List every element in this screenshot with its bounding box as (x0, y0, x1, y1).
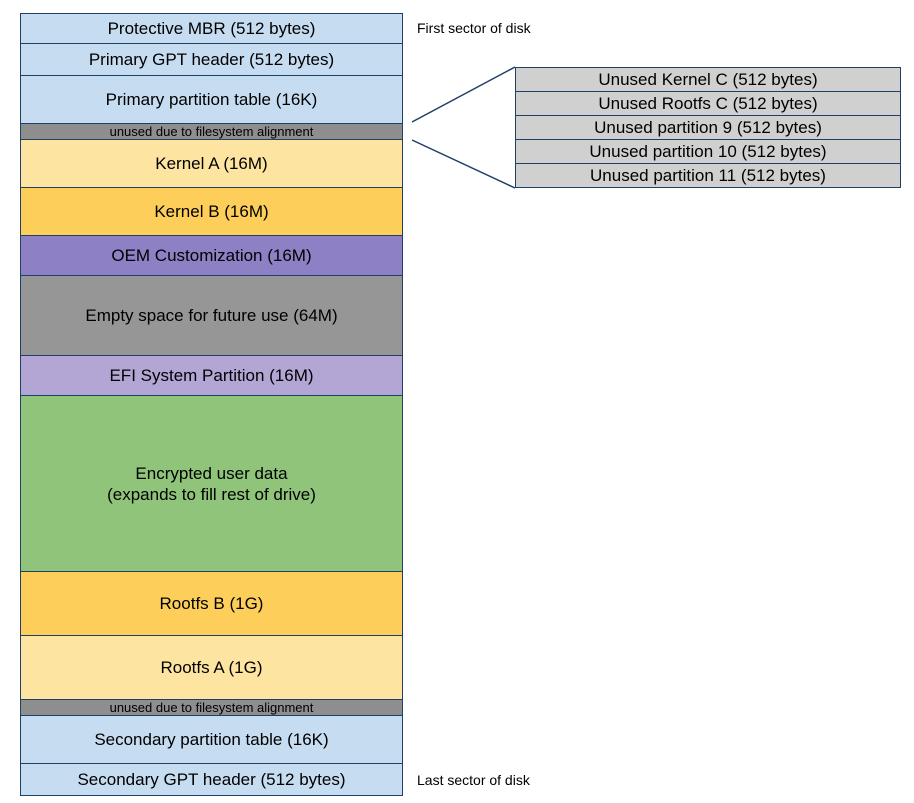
primary-gpt-header-block: Primary GPT header (512 bytes) (20, 44, 403, 76)
oem-customization-block: OEM Customization (16M) (20, 236, 403, 276)
kernel-a-block: Kernel A (16M) (20, 140, 403, 188)
unused-kernel-c-entry: Unused Kernel C (512 bytes) (515, 67, 901, 92)
protective-mbr-block: Protective MBR (512 bytes) (20, 13, 403, 44)
first-sector-label: First sector of disk (417, 20, 531, 36)
primary-partition-table-block: Primary partition table (16K) (20, 76, 403, 124)
rootfs-a-block: Rootfs A (1G) (20, 636, 403, 700)
kernel-b-block: Kernel B (16M) (20, 188, 403, 236)
secondary-partition-table-block: Secondary partition table (16K) (20, 716, 403, 764)
encrypted-user-data-block: Encrypted user data (expands to fill res… (20, 396, 403, 572)
unused-partition-9-entry: Unused partition 9 (512 bytes) (515, 116, 901, 140)
unused-rootfs-c-entry: Unused Rootfs C (512 bytes) (515, 92, 901, 116)
secondary-gpt-header-block: Secondary GPT header (512 bytes) (20, 764, 403, 796)
rootfs-b-block: Rootfs B (1G) (20, 572, 403, 636)
efi-system-partition-block: EFI System Partition (16M) (20, 356, 403, 396)
alignment-gap-bottom: unused due to filesystem alignment (20, 700, 403, 716)
connector-line-top (411, 66, 516, 123)
empty-space-block: Empty space for future use (64M) (20, 276, 403, 356)
unused-partition-11-entry: Unused partition 11 (512 bytes) (515, 164, 901, 188)
last-sector-label: Last sector of disk (417, 772, 530, 788)
alignment-gap-top: unused due to filesystem alignment (20, 124, 403, 140)
unused-partition-10-entry: Unused partition 10 (512 bytes) (515, 140, 901, 164)
connector-line-bottom (411, 139, 516, 189)
